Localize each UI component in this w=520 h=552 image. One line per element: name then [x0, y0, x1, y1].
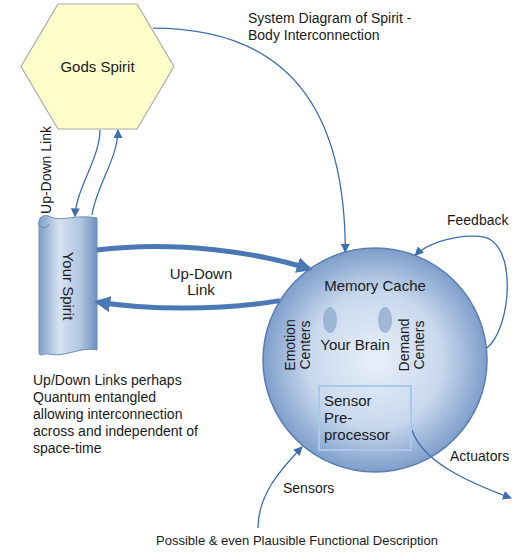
node-label: Sensor Pre-processor — [324, 392, 402, 443]
preprocessor-box: Sensor Pre-processor — [318, 385, 412, 451]
node-label: Your Brain — [310, 336, 400, 354]
edge-label-holder: Up-Down Link — [165, 266, 237, 298]
signal-label: Actuators — [450, 448, 509, 465]
note: Up/Down Links perhaps Quantum entangled … — [33, 372, 209, 457]
node-label-holder: Your Spirit — [58, 212, 78, 360]
connector-line — [92, 130, 118, 215]
node-label-holder: Sensor Pre-processor — [324, 392, 402, 443]
node-label-holder: Your Brain — [310, 336, 400, 354]
connector — [153, 28, 345, 252]
node-label-holder: Gods Spirit — [20, 58, 175, 76]
edge-label-holder: Up-Down Link — [37, 120, 55, 220]
region-label-holder: Memory Cache — [262, 277, 488, 295]
edge-label-holder: Feedback — [447, 212, 508, 229]
brain-circle: Memory CacheEmotion CentersYour BrainDem… — [262, 247, 488, 473]
signal-label: Sensors — [283, 480, 334, 497]
region-label: Emotion Centers — [283, 315, 313, 375]
diagram-title: System Diagram of Spirit - Body Intercon… — [248, 10, 443, 44]
caption: Possible & even Plausible Functional Des… — [97, 533, 497, 549]
brain-lobe — [323, 307, 337, 333]
signal-label-holder: Sensors — [283, 480, 334, 497]
diagram-title-holder: System Diagram of Spirit - Body Intercon… — [248, 10, 443, 44]
region-label: Demand Centers — [397, 315, 427, 375]
region-label: Memory Cache — [262, 277, 488, 295]
connector — [75, 130, 118, 216]
link-arrow — [97, 246, 310, 308]
link-arrow-line — [97, 301, 280, 308]
region-label-holder: Emotion Centers — [283, 315, 313, 375]
connector-line — [75, 130, 100, 216]
spirit-hexagon: Gods Spirit — [20, 3, 175, 130]
circle-outline — [263, 248, 487, 472]
edge-label: Feedback — [447, 212, 508, 229]
node-label: Your Spirit — [58, 212, 78, 360]
caption-holder: Possible & even Plausible Functional Des… — [97, 533, 497, 549]
brain-lobe — [378, 307, 392, 333]
spirit-scroll: Your Spirit — [35, 212, 100, 360]
edge-label: Up-Down Link — [37, 120, 55, 220]
connector-line — [153, 28, 345, 252]
scroll-curl — [39, 222, 49, 228]
hexagon-outline — [21, 4, 174, 129]
signal-label-holder: Actuators — [450, 448, 509, 465]
note-holder: Up/Down Links perhaps Quantum entangled … — [33, 372, 209, 457]
node-label: Gods Spirit — [20, 58, 175, 76]
region-label-holder: Demand Centers — [397, 315, 427, 375]
edge-label: Up-Down Link — [165, 266, 237, 298]
